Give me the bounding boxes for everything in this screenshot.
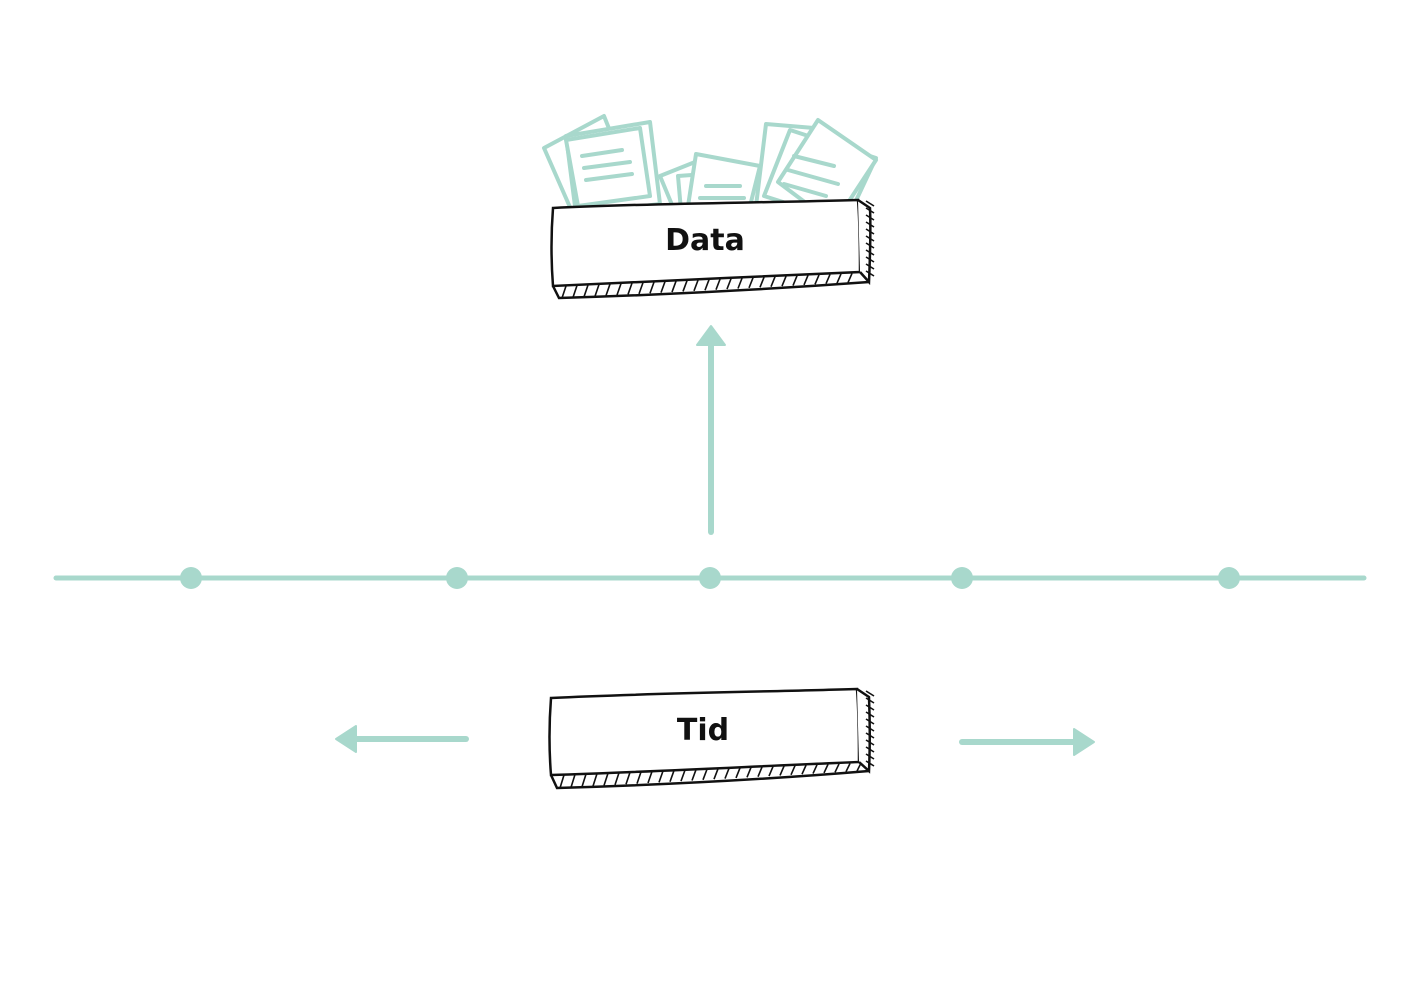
hatch-line <box>865 753 875 760</box>
hatch-line <box>735 767 741 779</box>
hatch-line <box>757 766 763 778</box>
data-box-hatching <box>561 200 875 299</box>
time-box-hatching <box>559 690 875 789</box>
hatch-line <box>865 690 875 697</box>
timeline <box>53 567 1367 589</box>
hatch-line <box>865 746 875 753</box>
hatch-line <box>669 770 675 782</box>
hatch-line <box>865 249 875 256</box>
hatch-line <box>803 275 809 286</box>
hatch-line <box>691 769 697 781</box>
timeline-point <box>180 567 202 589</box>
hatch-line <box>792 275 798 286</box>
hatch-line <box>638 282 644 295</box>
hatch-line <box>561 285 567 299</box>
hatch-line <box>627 282 633 295</box>
hatch-line <box>693 279 699 292</box>
hatch-line <box>865 221 875 228</box>
time-box-side <box>856 687 871 774</box>
hatch-line <box>704 279 710 291</box>
hatch-line <box>865 760 875 767</box>
hatch-line <box>790 765 796 776</box>
hatch-line <box>865 718 875 725</box>
hatch-line <box>865 200 875 207</box>
hatch-line <box>801 764 807 775</box>
hatch-line <box>726 278 732 290</box>
hatch-line <box>680 769 686 782</box>
hatch-line <box>616 283 622 296</box>
hatch-line <box>658 770 664 783</box>
hatch-line <box>865 270 875 277</box>
time-label: Tid <box>677 713 729 748</box>
hatch-line <box>865 739 875 746</box>
timeline-point <box>446 567 468 589</box>
hatch-line <box>702 768 708 781</box>
hatch-line <box>770 276 776 288</box>
hatch-line <box>768 766 774 777</box>
arrow-right-icon <box>959 728 1095 756</box>
hatch-line <box>865 207 875 214</box>
data-box-bottom <box>551 280 870 300</box>
hatch-line <box>856 762 862 772</box>
hatch-line <box>865 732 875 739</box>
hatch-line <box>865 228 875 235</box>
hatch-line <box>724 768 730 779</box>
hatch-line <box>581 773 587 787</box>
hatch-line <box>865 263 875 270</box>
arrow-up-icon <box>696 325 726 535</box>
hatch-line <box>865 235 875 242</box>
hatch-line <box>865 697 875 704</box>
hatch-line <box>865 242 875 249</box>
hatch-line <box>847 273 853 283</box>
hatch-line <box>583 284 589 298</box>
hatch-line <box>592 773 598 787</box>
timeline-point <box>1218 567 1240 589</box>
hatch-line <box>814 274 820 285</box>
hatch-line <box>823 764 829 774</box>
timeline-point <box>951 567 973 589</box>
hatch-line <box>636 771 642 784</box>
hatch-line <box>759 277 765 288</box>
timeline-point <box>699 567 721 589</box>
hatch-line <box>865 256 875 263</box>
hatch-line <box>713 768 719 780</box>
hatch-line <box>625 772 631 785</box>
hatch-line <box>605 283 611 296</box>
hatch-line <box>779 765 785 776</box>
hatch-line <box>649 281 655 294</box>
hatch-line <box>812 764 818 774</box>
document-pile-left <box>542 114 662 232</box>
hatch-line <box>671 280 677 293</box>
hatch-line <box>865 725 875 732</box>
hatch-line <box>748 277 754 289</box>
hatch-line <box>572 285 578 298</box>
hatch-line <box>845 763 851 773</box>
hatch-line <box>614 772 620 786</box>
hatch-line <box>834 763 840 773</box>
hatch-line <box>559 774 565 789</box>
hatch-line <box>647 771 653 784</box>
hatch-line <box>715 278 721 290</box>
hatch-line <box>737 277 743 289</box>
timeline-points <box>180 567 1240 589</box>
time-box-bottom <box>549 769 870 790</box>
hatch-line <box>660 281 666 293</box>
data-label: Data <box>665 223 745 258</box>
hatch-line <box>594 284 600 297</box>
time-box: Tid <box>548 687 875 790</box>
hatch-line <box>603 772 609 786</box>
hatch-line <box>865 711 875 718</box>
hatch-line <box>781 276 787 287</box>
hatch-line <box>746 767 752 778</box>
hatch-line <box>865 214 875 221</box>
hatch-line <box>836 273 842 284</box>
hatch-line <box>570 774 576 788</box>
arrow-left-icon <box>335 725 469 753</box>
hatch-line <box>865 704 875 711</box>
hatch-line <box>682 280 688 292</box>
hatch-line <box>825 274 831 285</box>
data-box: Data <box>550 198 875 300</box>
